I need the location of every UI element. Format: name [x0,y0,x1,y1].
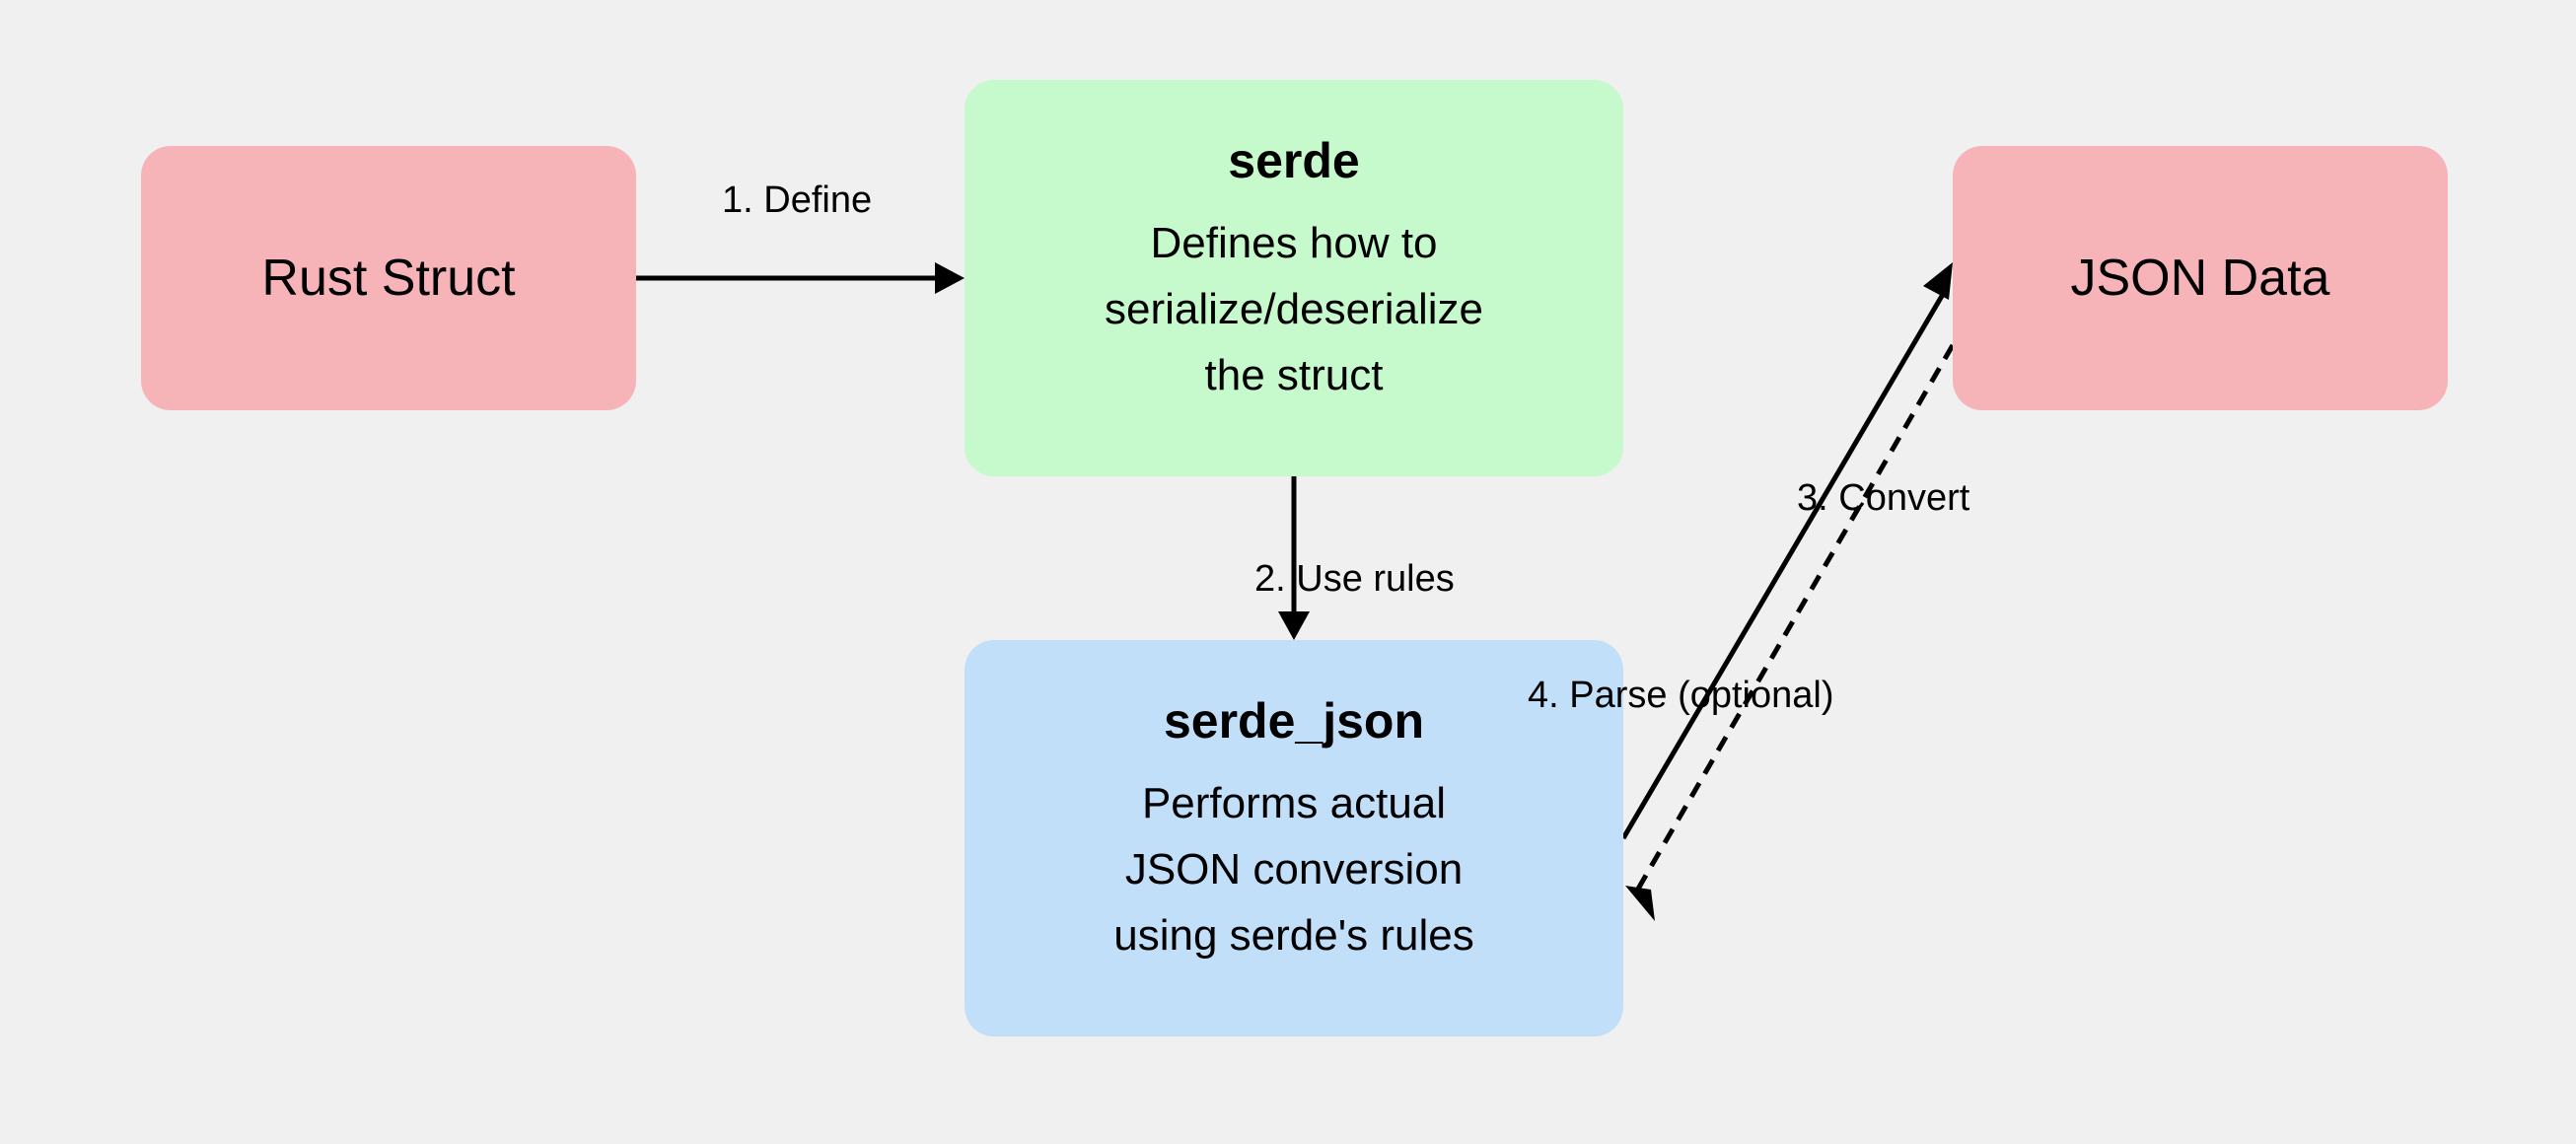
node-serde-title: serde [1228,133,1360,188]
node-serde-json-title: serde_json [1163,693,1424,749]
node-serde-desc-line-1: Defines how to [1150,219,1438,267]
node-serde: serde Defines how to serialize/deseriali… [965,80,1623,476]
edge-parse-arrowhead [1625,886,1655,921]
node-json-data-title: JSON Data [2070,249,2330,307]
node-serde-desc-line-2: serialize/deserialize [1105,285,1483,333]
node-serde-json-desc-line-2: JSON conversion [1124,845,1464,894]
edge-label-parse: 4. Parse (optional) [1528,675,1834,716]
node-serde-json-desc-line-3: using serde's rules [1113,911,1474,960]
edge-parse-line [1634,343,1956,893]
node-rust-struct: Rust Struct [141,146,636,410]
node-serde-json-desc-line-1: Performs actual [1141,779,1447,827]
edge-label-define: 1. Define [722,179,873,221]
edge-use-rules-arrowhead [1278,611,1310,640]
edge-convert-line [1620,289,1948,840]
node-json-data: JSON Data [1953,146,2448,410]
edge-label-convert: 3. Convert [1797,477,1970,519]
node-serde-json: serde_json Performs actual JSON conversi… [965,640,1623,1037]
edge-convert-arrowhead [1923,262,1953,300]
node-serde-desc-line-3: the struct [1204,351,1384,399]
edge-label-use-rules: 2. Use rules [1254,558,1455,600]
edge-define-arrowhead [935,262,965,294]
node-rust-struct-title: Rust Struct [261,249,516,307]
